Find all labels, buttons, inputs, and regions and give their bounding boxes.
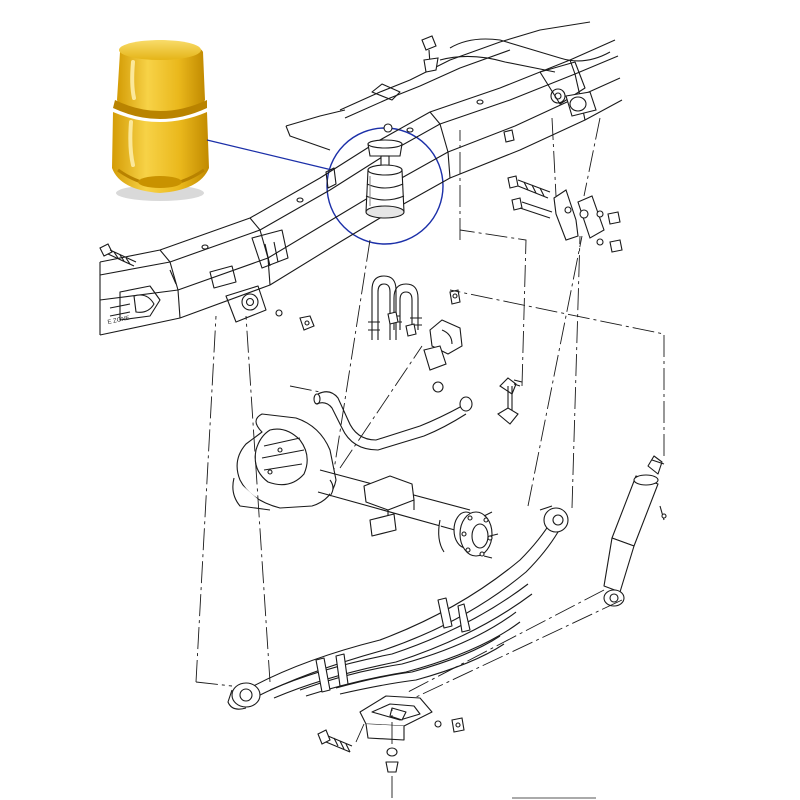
axle-housing bbox=[232, 413, 499, 559]
nut-icon bbox=[434, 717, 465, 733]
callout-line bbox=[206, 139, 333, 171]
bolt-icon bbox=[99, 243, 137, 267]
shock-absorber bbox=[603, 455, 667, 607]
assembly-leader-lines bbox=[195, 117, 665, 800]
nut-icon bbox=[275, 309, 315, 331]
frame-marking: E ZONE bbox=[107, 315, 130, 326]
bump-stop-drawing bbox=[365, 123, 405, 219]
rear-shackle bbox=[553, 91, 605, 241]
bolt-icon bbox=[507, 175, 551, 199]
bump-stop-photo bbox=[112, 40, 209, 201]
bolt-icon bbox=[387, 311, 417, 337]
u-bolt-pair bbox=[368, 275, 422, 340]
bolt-icon bbox=[421, 35, 439, 73]
bolt-icon bbox=[317, 729, 353, 753]
fasteners bbox=[99, 35, 623, 753]
leaf-spring bbox=[227, 505, 569, 710]
bolt-icon bbox=[511, 197, 553, 219]
stabilizer-bar bbox=[313, 391, 473, 451]
spring-hanger-bracket bbox=[359, 695, 433, 773]
nut-icon bbox=[503, 129, 623, 253]
stabilizer-bushing-clamp bbox=[423, 289, 463, 393]
stabilizer-link bbox=[497, 377, 523, 425]
